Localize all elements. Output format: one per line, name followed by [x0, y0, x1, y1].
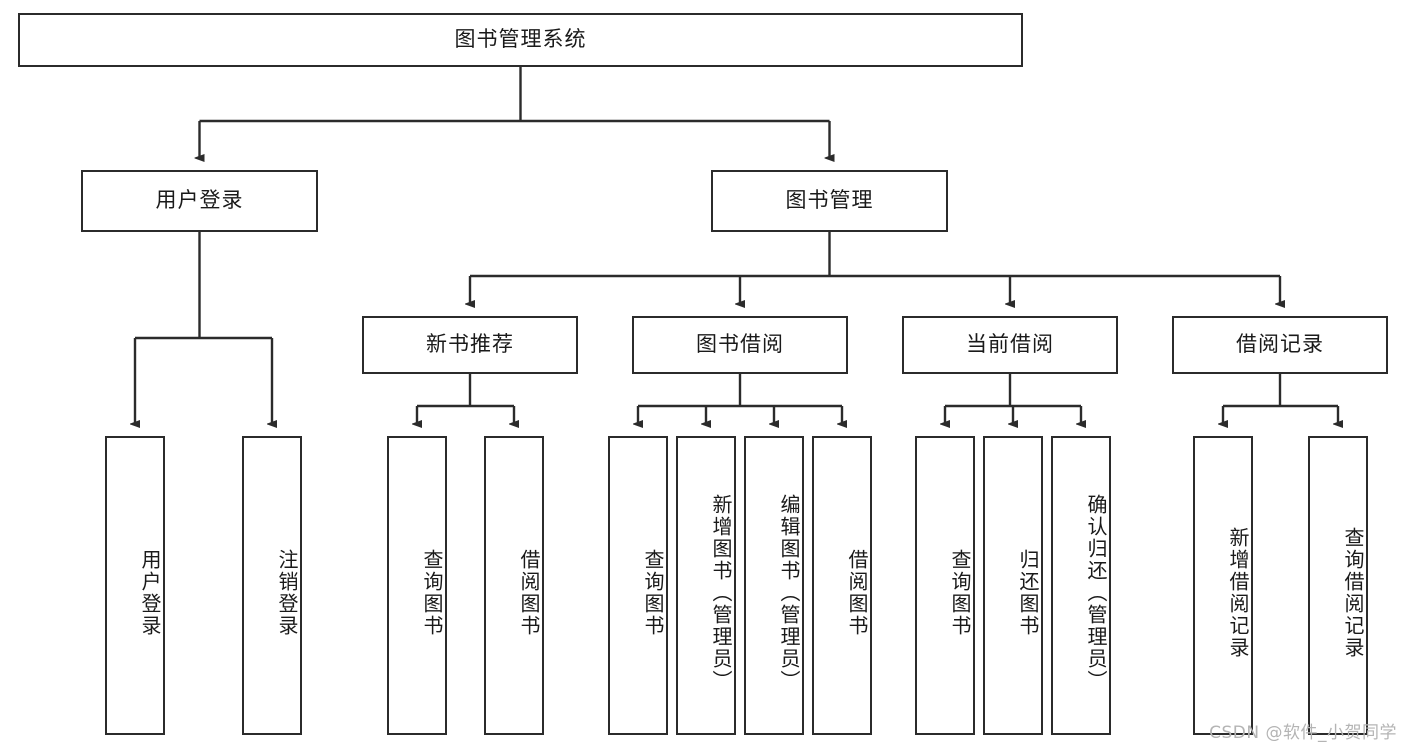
node-current-borrow: 当前借阅 — [902, 316, 1118, 374]
node-label: 查询借阅记录 — [1341, 526, 1365, 659]
node-label: 新增图书（管理员） — [709, 493, 733, 692]
node-leaf-add-record: 新增借阅记录 — [1193, 436, 1253, 735]
node-leaf-borrow-book: 借阅图书 — [812, 436, 872, 735]
node-leaf-user-login: 用户登录 — [105, 436, 165, 735]
node-user-login: 用户登录 — [81, 170, 318, 232]
node-label: 借阅图书 — [517, 548, 541, 637]
node-label: 查询图书 — [948, 548, 972, 637]
node-label: 用户登录 — [138, 548, 162, 637]
node-label: 注销登录 — [275, 548, 299, 637]
node-leaf-user-logout: 注销登录 — [242, 436, 302, 735]
node-label: 编辑图书（管理员） — [777, 493, 801, 692]
node-leaf-query-book-rec: 查询图书 — [387, 436, 447, 735]
node-leaf-query-book-current: 查询图书 — [915, 436, 975, 735]
node-label: 图书管理系统 — [454, 27, 587, 52]
node-label: 借阅记录 — [1236, 332, 1324, 357]
node-book-manage: 图书管理 — [711, 170, 948, 232]
node-label: 新书推荐 — [426, 332, 514, 357]
node-label: 查询图书 — [641, 548, 665, 637]
node-label: 用户登录 — [155, 188, 244, 213]
node-new-book-recommend: 新书推荐 — [362, 316, 578, 374]
node-book-borrow: 图书借阅 — [632, 316, 848, 374]
node-borrow-record: 借阅记录 — [1172, 316, 1388, 374]
node-leaf-confirm-return: 确认归还（管理员） — [1051, 436, 1111, 735]
node-label: 新增借阅记录 — [1226, 526, 1250, 659]
node-label: 确认归还（管理员） — [1084, 493, 1108, 692]
node-leaf-query-book-borrow: 查询图书 — [608, 436, 668, 735]
node-root: 图书管理系统 — [18, 13, 1023, 67]
node-leaf-add-book: 新增图书（管理员） — [676, 436, 736, 735]
node-label: 借阅图书 — [845, 548, 869, 637]
node-label: 图书管理 — [785, 188, 874, 213]
node-label: 归还图书 — [1016, 548, 1040, 637]
node-leaf-edit-book: 编辑图书（管理员） — [744, 436, 804, 735]
node-label: 当前借阅 — [966, 332, 1054, 357]
node-leaf-borrow-book-rec: 借阅图书 — [484, 436, 544, 735]
node-leaf-query-record: 查询借阅记录 — [1308, 436, 1368, 735]
node-leaf-return-book: 归还图书 — [983, 436, 1043, 735]
csdn-watermark: CSDN @软件_小贺同学 — [1209, 723, 1397, 743]
node-label: 查询图书 — [420, 548, 444, 637]
node-label: 图书借阅 — [696, 332, 784, 357]
